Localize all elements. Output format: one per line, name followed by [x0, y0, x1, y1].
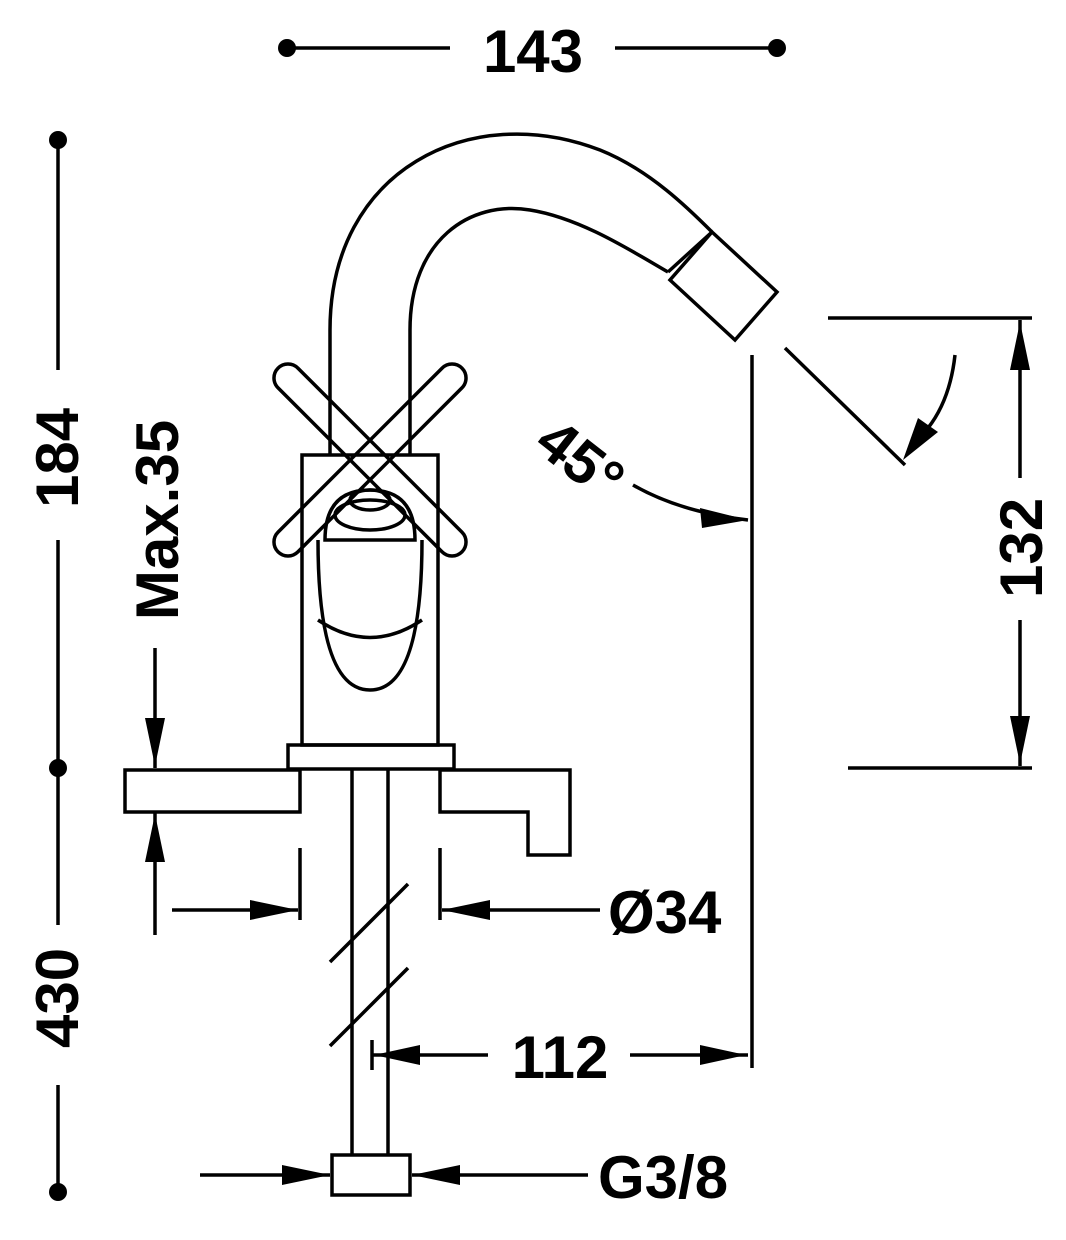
- dimension-max-thickness: Max.35: [124, 420, 191, 935]
- label-hole-diameter: Ø34: [608, 879, 722, 946]
- label-height-total: 184: [24, 407, 91, 508]
- cross-handle-icon: [272, 362, 468, 558]
- label-spout-height: 132: [988, 498, 1055, 598]
- dimension-hole-diameter: Ø34: [172, 848, 722, 946]
- dimension-spout-reach: 112: [370, 1024, 748, 1091]
- supply-pipe: [328, 770, 412, 1197]
- label-connection-thread: G3/8: [598, 1144, 728, 1211]
- label-hose-length: 430: [24, 948, 91, 1048]
- label-max-thickness: Max.35: [124, 420, 191, 620]
- dimension-connection: G3/8: [200, 1144, 728, 1211]
- dimension-spout-angle: 45°: [524, 346, 957, 528]
- countertop: [123, 768, 572, 857]
- label-width-top: 143: [483, 18, 583, 85]
- dimension-width-top: 143: [278, 18, 786, 85]
- dimension-spout-height: 132: [828, 316, 1055, 770]
- label-spout-reach: 112: [512, 1024, 609, 1091]
- label-spout-angle: 45°: [524, 405, 637, 514]
- dimension-height-left: 184 430: [24, 131, 91, 1201]
